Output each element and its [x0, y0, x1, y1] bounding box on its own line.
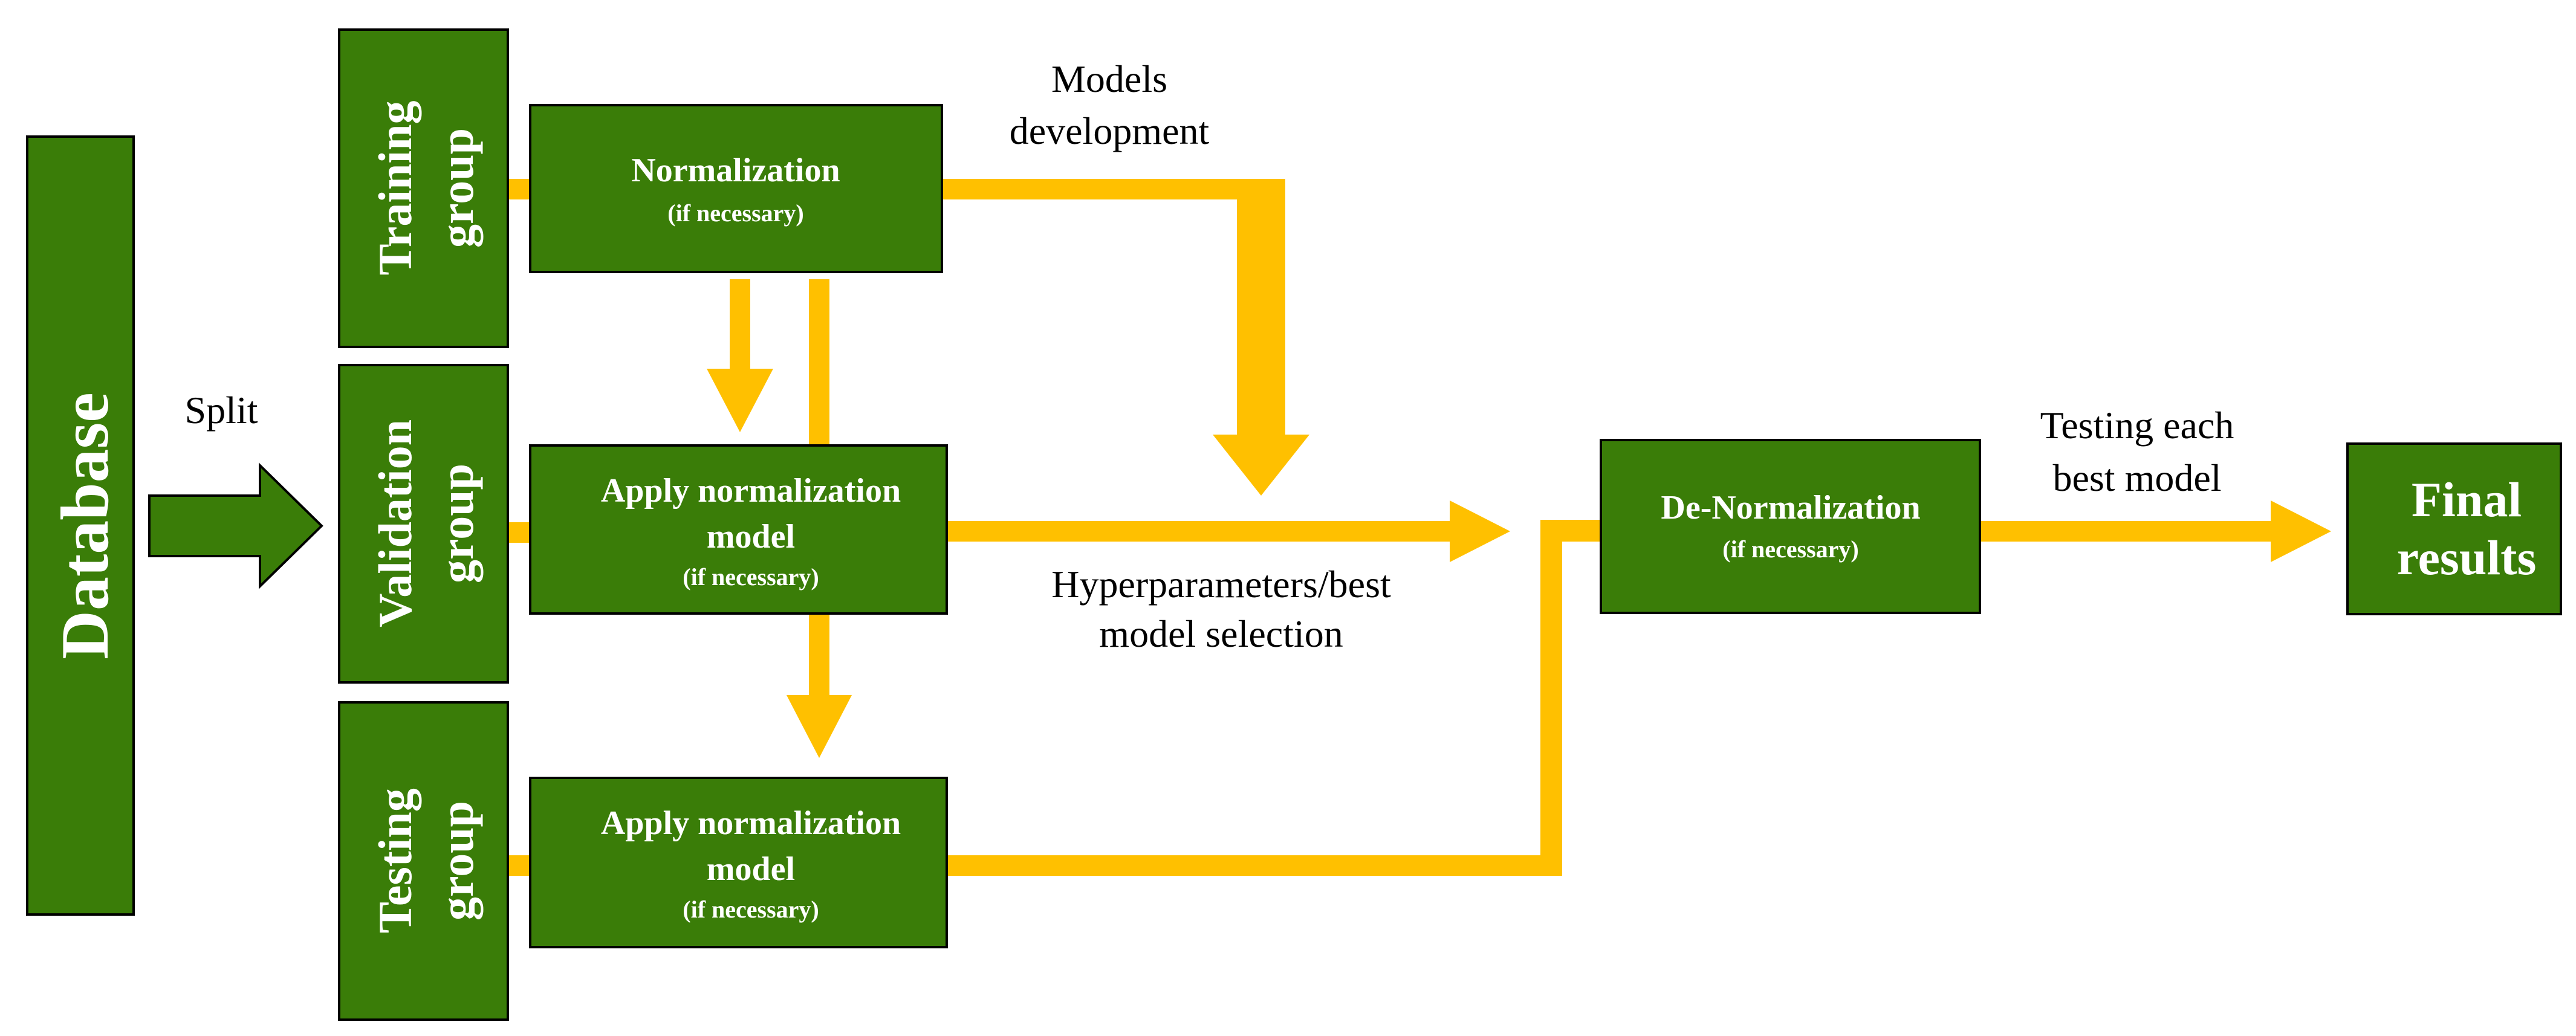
final-results-line2: results	[2397, 530, 2537, 585]
database-label: Database	[48, 392, 123, 659]
testing-each-line1: Testing each	[2040, 404, 2234, 447]
denormalization-note: (if necessary)	[1722, 536, 1858, 563]
apply-validation-line2: model	[707, 518, 795, 555]
training-group-box	[338, 28, 509, 348]
apply-testing-line2: model	[707, 850, 795, 888]
validation-group-line2: group	[430, 464, 483, 583]
split-arrow	[148, 462, 323, 589]
final-results-box	[2346, 442, 2562, 615]
apply-validation-line1: Apply normalization	[601, 472, 901, 510]
validation-to-apply-connector	[509, 522, 531, 543]
testing-group-line2: group	[430, 801, 483, 921]
models-development-arrow	[942, 179, 1309, 496]
training-group-line1: Training	[369, 101, 421, 276]
testing-group-line1: Testing	[369, 788, 421, 933]
models-development-line2: development	[1010, 109, 1210, 152]
normalization-to-validation-arrow	[707, 279, 773, 432]
models-development-line1: Models	[1051, 57, 1167, 100]
denormalization-step: De-Normalization (if necessary)	[1600, 439, 1981, 614]
validation-group-box	[338, 364, 509, 684]
final-results-arrow	[1980, 500, 2331, 562]
database-box	[26, 135, 135, 916]
normalization-title: Normalization	[631, 152, 840, 189]
validation-group-line1: Validation	[369, 419, 421, 627]
training-to-normalization-connector	[509, 179, 531, 199]
testing-group: Testing group	[338, 701, 509, 1021]
final-results-line1: Final	[2412, 472, 2522, 527]
validation-group: Validation group	[338, 364, 509, 684]
testing-to-apply-connector	[509, 855, 531, 876]
training-group-line2: group	[430, 128, 483, 248]
apply-validation-note: (if necessary)	[683, 563, 819, 591]
final-results: Final results	[2346, 442, 2562, 615]
apply-validation-step: Apply normalization model (if necessary)	[529, 444, 948, 615]
denormalization-box	[1600, 439, 1981, 614]
apply-testing-line1: Apply normalization	[601, 805, 901, 842]
hyperparameters-line1: Hyperparameters/best	[1051, 563, 1391, 606]
split-label: Split	[185, 389, 258, 432]
selection-arrow	[947, 500, 1510, 562]
training-group: Training group	[338, 28, 509, 348]
normalization-box	[529, 104, 943, 273]
hyperparameters-line2: model selection	[1099, 612, 1343, 655]
apply-testing-step: Apply normalization model (if necessary)	[529, 777, 948, 948]
apply-testing-note: (if necessary)	[683, 896, 819, 923]
denormalization-title: De-Normalization	[1661, 489, 1920, 526]
apply-validation-box	[529, 444, 948, 615]
normalization-step: Normalization (if necessary)	[529, 104, 943, 273]
normalization-note: (if necessary)	[667, 199, 803, 227]
testing-each-line2: best model	[2052, 456, 2221, 499]
testing-group-box	[338, 701, 509, 1021]
apply-testing-box	[529, 777, 948, 948]
